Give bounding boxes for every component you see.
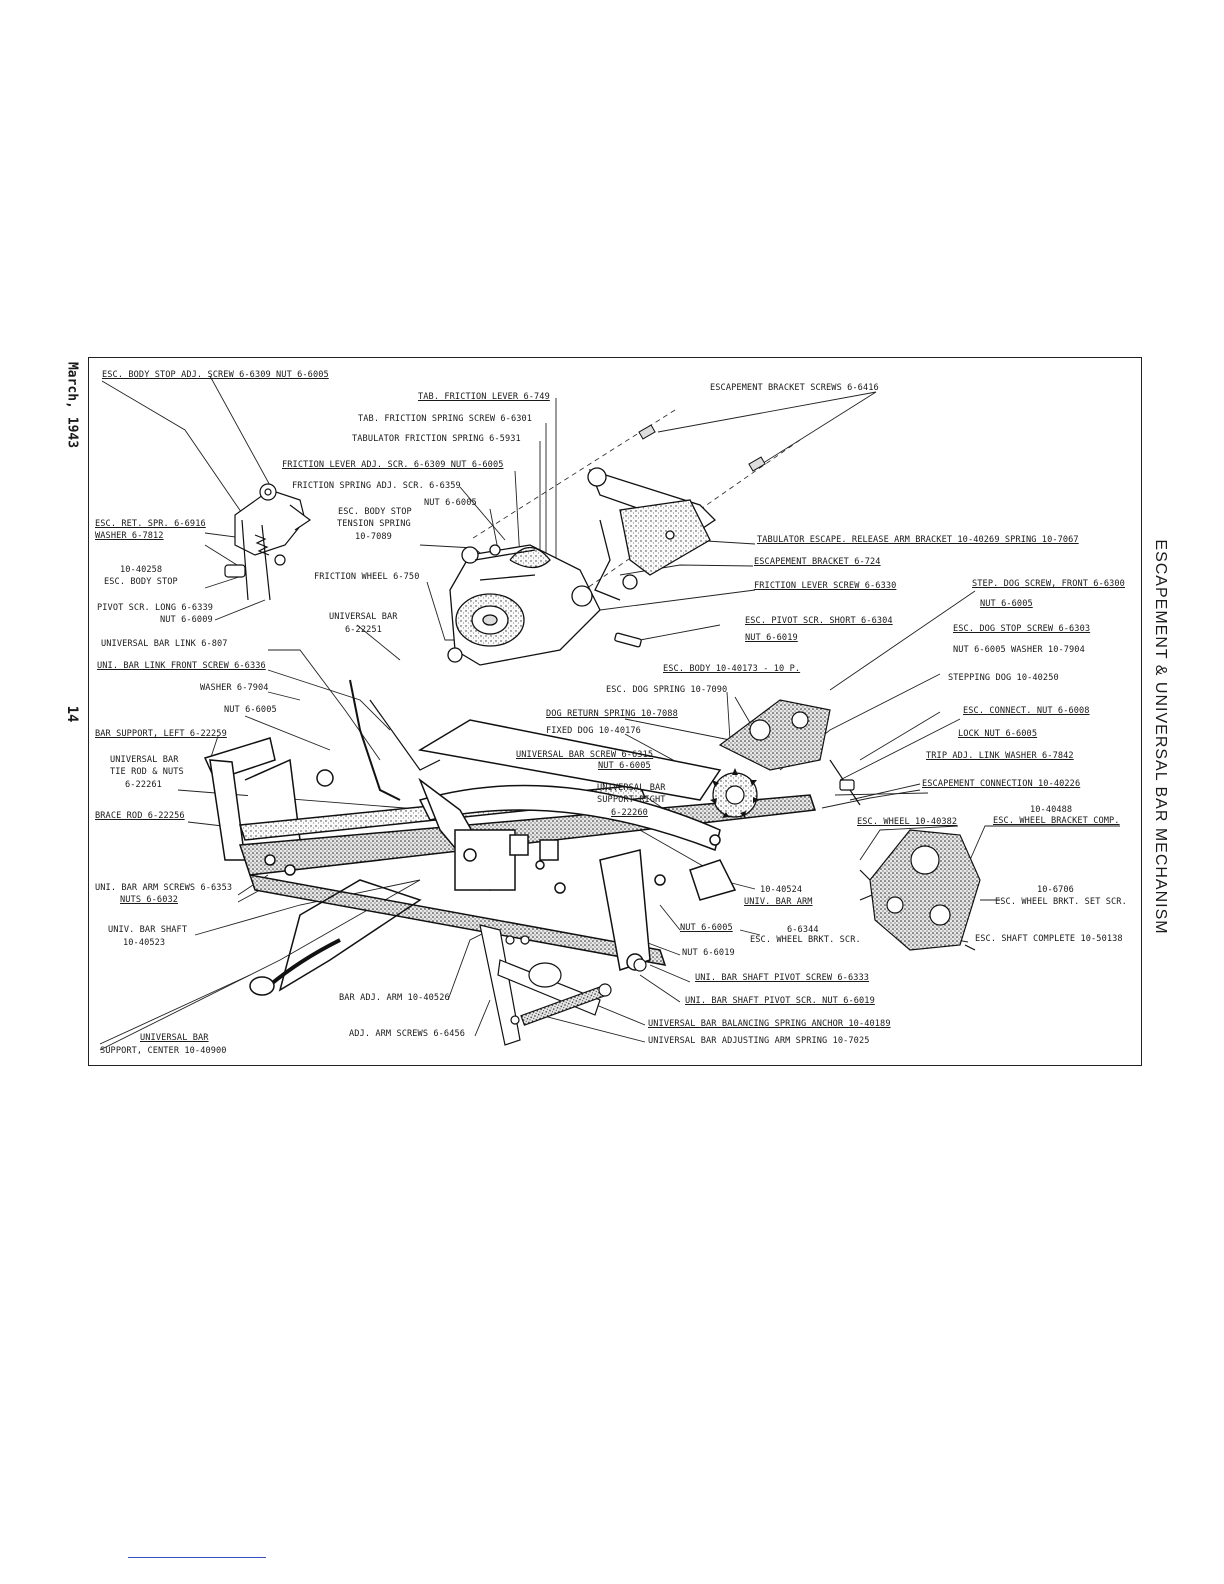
label-esc-body-stop-tension-3: 10-7089 [355,532,392,542]
label-escapement-bracket: ESCAPEMENT BRACKET 6-724 [754,557,881,567]
adjusting-arm-assembly [479,924,647,1046]
label-tabulator-escape: TABULATOR ESCAPE. RELEASE ARM BRACKET 10… [757,535,1079,545]
diagram-frame [88,357,1142,1066]
label-nut-6005-b: NUT 6-6005 [980,599,1033,609]
label-ub-support-right-2: SUPPORT RIGHT [597,795,666,805]
escapement-body [718,699,861,806]
label-esc-ret-spr: ESC. RET. SPR. 6-6916 [95,519,206,529]
label-ub-support-right-3: 6-22260 [611,808,648,818]
bracket-screws [638,424,766,472]
label-uni-bar-link-front: UNI. BAR LINK FRONT SCREW 6-6336 [97,661,266,671]
label-esc-body-stop-adj-screw: ESC. BODY STOP ADJ. SCREW 6-6309 NUT 6-6… [102,370,329,380]
label-support-center-1: UNIVERSAL BAR [140,1033,209,1043]
label-escapement-bracket-screws: ESCAPEMENT BRACKET SCREWS 6-6416 [710,383,879,393]
label-friction-lever-screw: FRICTION LEVER SCREW 6-6330 [754,581,897,591]
friction-wheel-assembly [447,544,642,666]
label-uni-bar-shaft-pivot-screw: UNI. BAR SHAFT PIVOT SCREW 6-6333 [695,973,870,983]
label-pivot-scr-long: PIVOT SCR. LONG 6-6339 [97,603,214,613]
label-universal-bar-2: 6-22251 [345,625,382,635]
label-uni-bar-arm-screws: UNI. BAR ARM SCREWS 6-6353 [95,883,233,893]
label-bar-support-left: BAR SUPPORT, LEFT 6-22259 [95,729,227,739]
label-adjusting-arm-spring: UNIVERSAL BAR ADJUSTING ARM SPRING 10-70… [648,1036,870,1046]
tabulator-release-bracket [587,467,717,601]
label-tab-friction-lever: TAB. FRICTION LEVER 6-749 [418,392,550,402]
label-friction-wheel: FRICTION WHEEL 6-750 [314,572,420,582]
label-esc-body-stop-tension-1: ESC. BODY STOP [338,507,412,517]
label-esc-wheel-brkt-scr: ESC. WHEEL BRKT. SCR. [750,935,861,945]
label-universal-bar-screw: UNIVERSAL BAR SCREW 6-6315 [516,750,654,760]
label-washer-7904: WASHER 6-7904 [200,683,269,693]
label-nut-6005-e: NUT 6-6005 [680,923,733,933]
label-stepping-dog: STEPPING DOG 10-40250 [948,673,1059,683]
label-trip-adj-link-washer: TRIP ADJ. LINK WASHER 6-7842 [926,751,1074,761]
label-esc-wheel-bracket-comp: ESC. WHEEL BRACKET COMP. [993,816,1120,826]
universal-bar-frame [203,679,817,971]
label-friction-lever-adj-scr: FRICTION LEVER ADJ. SCR. 6-6309 NUT 6-60… [282,460,504,470]
label-nut-6005-c: NUT 6-6005 [224,705,277,715]
label-fixed-dog: FIXED DOG 10-40176 [546,726,641,736]
label-step-dog-screw: STEP. DOG SCREW, FRONT 6-6300 [972,579,1125,589]
label-dog-return-spring: DOG RETURN SPRING 10-7088 [546,709,678,719]
label-brace-rod: BRACE ROD 6-22256 [95,811,185,821]
label-esc-body-stop-tension-2: TENSION SPRING [337,519,411,529]
label-uni-bar-shaft-pivot-nut: UNI. BAR SHAFT PIVOT SCR. NUT 6-6019 [685,996,875,1006]
label-univ-bar-shaft-1: UNIV. BAR SHAFT [108,925,188,935]
label-esc-shaft-complete: ESC. SHAFT COMPLETE 10-50138 [975,934,1123,944]
label-set-scr-num: 10-6706 [1037,885,1074,895]
label-esc-connect-nut: ESC. CONNECT. NUT 6-6008 [963,706,1090,716]
label-wheel-bracket-num: 10-40488 [1030,805,1073,815]
label-nut-6009: NUT 6-6009 [160,615,213,625]
label-ub-support-right-1: UNIVERSAL BAR [597,783,666,793]
label-esc-wheel-brkt-set-scr: ESC. WHEEL BRKT. SET SCR. [995,897,1127,907]
label-tie-rod-1: UNIVERSAL BAR [110,755,179,765]
label-adj-arm-screws: ADJ. ARM SCREWS 6-6456 [349,1029,466,1039]
label-friction-spring-adj-scr: FRICTION SPRING ADJ. SCR. 6-6359 [292,481,461,491]
label-esc-body-stop: ESC. BODY STOP [104,577,178,587]
label-brkt-scr-num: 6-6344 [787,925,819,935]
label-washer-7812: WASHER 6-7812 [95,531,164,541]
label-tabulator-friction-spring: TABULATOR FRICTION SPRING 6-5931 [352,434,521,444]
label-nut-6019-a: NUT 6-6019 [745,633,798,643]
label-universal-bar-link: UNIVERSAL BAR LINK 6-807 [101,639,228,649]
label-tie-rod-3: 6-22261 [125,780,162,790]
escape-wheel [710,768,760,818]
label-lock-nut: LOCK NUT 6-6005 [958,729,1038,739]
label-esc-dog-spring: ESC. DOG SPRING 10-7090 [606,685,728,695]
escape-wheel-bracket [859,829,981,951]
label-universal-bar-1: UNIVERSAL BAR [329,612,398,622]
esc-body-stop-assembly [224,483,312,601]
label-esc-pivot-scr: ESC. PIVOT SCR. SHORT 6-6304 [745,616,893,626]
label-nuts-6032: NUTS 6-6032 [120,895,179,905]
label-esc-wheel: ESC. WHEEL 10-40382 [857,817,958,827]
label-balancing-spring-anchor: UNIVERSAL BAR BALANCING SPRING ANCHOR 10… [648,1019,891,1029]
label-support-center-2: SUPPORT, CENTER 10-40900 [100,1046,227,1056]
label-nut-6019-b: NUT 6-6019 [682,948,735,958]
support-center [249,879,422,996]
label-univ-bar-arm: UNIV. BAR ARM [744,897,813,907]
label-nut-washer: NUT 6-6005 WASHER 10-7904 [953,645,1085,655]
label-univ-bar-shaft-2: 10-40523 [123,938,166,948]
label-tab-friction-spring-screw: TAB. FRICTION SPRING SCREW 6-6301 [358,414,533,424]
label-escapement-connection: ESCAPEMENT CONNECTION 10-40226 [922,779,1081,789]
label-esc-body: ESC. BODY 10-40173 - 10 P. [663,664,801,674]
label-esc-dog-stop-screw: ESC. DOG STOP SCREW 6-6303 [953,624,1091,634]
label-nut-6005-d: NUT 6-6005 [598,761,651,771]
label-nut-6005-a: NUT 6-6005 [424,498,477,508]
label-univ-bar-arm-num: 10-40524 [760,885,803,895]
bottom-link-line [128,1557,266,1558]
label-tie-rod-2: TIE ROD & NUTS [110,767,184,777]
label-esc-body-stop-num: 10-40258 [120,565,163,575]
label-bar-adj-arm: BAR ADJ. ARM 10-40526 [339,993,450,1003]
